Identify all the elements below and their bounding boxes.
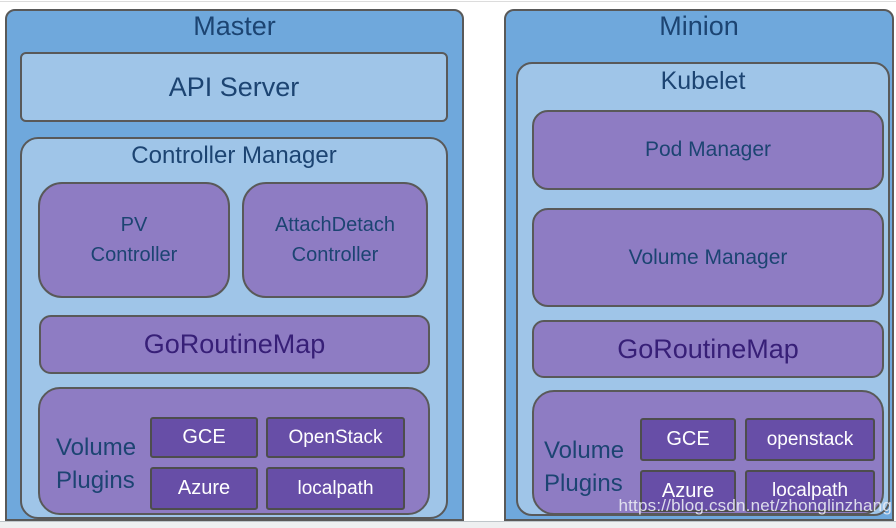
plugin-chip-localpath-master: localpath bbox=[266, 467, 405, 510]
kubelet-title: Kubelet bbox=[660, 67, 746, 95]
plugin-chip-openstack-minion: openstack bbox=[745, 418, 875, 461]
volume-manager-box: Volume Manager bbox=[532, 208, 884, 307]
minion-node: Minion Kubelet Pod Manager Volume Manage… bbox=[504, 9, 894, 521]
watermark-text: https://blog.csdn.net/zhonglinzhang bbox=[618, 496, 892, 515]
plugin-chip-gce-minion: GCE bbox=[640, 418, 736, 461]
kubelet-box: Kubelet Pod Manager Volume Manager GoRou… bbox=[516, 62, 890, 516]
volume-plugins-box-minion: Volume Plugins GCE openstack Azure local… bbox=[532, 390, 884, 515]
plugin-chip-azure-minion: Azure bbox=[640, 470, 736, 512]
volume-plugins-box-master: Volume Plugins GCE OpenStack Azure local… bbox=[38, 387, 430, 515]
top-hairline bbox=[0, 1, 896, 2]
volume-plugins-label-master: Volume Plugins bbox=[56, 434, 137, 494]
pv-controller-box: PV Controller bbox=[38, 182, 230, 298]
goroutinemap-box-minion: GoRoutineMap bbox=[532, 320, 884, 378]
plugin-chip-localpath-minion: localpath bbox=[745, 470, 875, 512]
minion-title: Minion bbox=[659, 11, 739, 41]
volume-plugins-label-minion: Volume Plugins bbox=[544, 437, 625, 497]
master-node: Master API Server Controller Manager PV … bbox=[5, 9, 464, 521]
master-title: Master bbox=[193, 11, 276, 41]
plugin-chip-openstack-master: OpenStack bbox=[266, 417, 405, 458]
goroutinemap-box-master: GoRoutineMap bbox=[39, 315, 430, 374]
page-bottom-strip bbox=[0, 521, 896, 528]
pod-manager-box: Pod Manager bbox=[532, 110, 884, 190]
controller-manager-title: Controller Manager bbox=[131, 142, 337, 169]
plugin-chip-azure-master: Azure bbox=[150, 467, 258, 510]
plugin-chip-gce-master: GCE bbox=[150, 417, 258, 458]
attachdetach-controller-box: AttachDetach Controller bbox=[242, 182, 428, 298]
api-server-box: API Server bbox=[20, 52, 448, 122]
api-server-label: API Server bbox=[168, 71, 300, 102]
controller-manager-box: Controller Manager PV Controller AttachD… bbox=[20, 137, 448, 519]
